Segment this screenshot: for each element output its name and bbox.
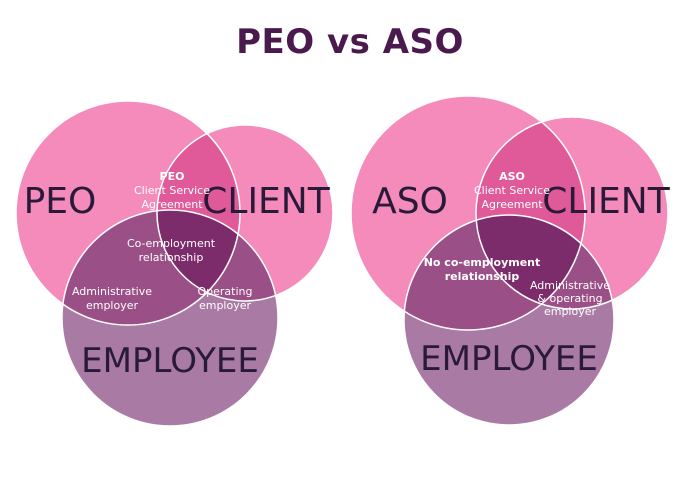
peo-agreement-line2: Agreement [141, 198, 203, 211]
peo-agreement-line1: Client Service [134, 184, 210, 197]
peo-venn: PEO CLIENT EMPLOYEE PEO Client Service A… [15, 100, 334, 427]
client-label-right: CLIENT [542, 181, 670, 222]
page-title: PEO vs ASO [236, 22, 464, 62]
client-circle-outline-right [475, 116, 669, 310]
client-circle-outline-left [156, 124, 334, 302]
peo-agreement-title: PEO [160, 170, 185, 183]
client-label-left: CLIENT [202, 181, 330, 222]
admin-operating-line2: & operating [537, 292, 602, 305]
aso-venn: ASO CLIENT EMPLOYEE ASO Client Service A… [350, 95, 671, 426]
peo-label: PEO [24, 181, 97, 222]
administrative-employer-line1: Administrative [72, 285, 152, 298]
aso-agreement-line2: Agreement [481, 198, 543, 211]
employee-circle-outline-right [403, 214, 615, 426]
admin-operating-line3: employer [544, 305, 597, 318]
aso-circle-outline [350, 95, 586, 331]
operating-employer-line1: Operating [198, 285, 253, 298]
operating-employer-line2: employer [199, 299, 252, 312]
no-co-employment-line2: relationship [445, 270, 520, 283]
employee-circle-outline-left [61, 209, 279, 427]
administrative-employer-line2: employer [86, 299, 139, 312]
co-employment-line1: Co-employment [127, 237, 216, 250]
co-employment-line2: relationship [139, 251, 204, 264]
no-co-employment-line1: No co-employment [424, 256, 541, 269]
triple-overlap-left [157, 210, 240, 301]
employee-label-right: EMPLOYEE [420, 339, 598, 379]
aso-agreement-title: ASO [499, 170, 525, 183]
peo-circle-outline [15, 100, 241, 326]
aso-label: ASO [372, 181, 448, 222]
aso-agreement-line1: Client Service [474, 184, 550, 197]
employee-label-left: EMPLOYEE [81, 341, 259, 381]
admin-operating-line1: Administrative [530, 279, 610, 292]
triple-overlap-right [476, 215, 585, 309]
